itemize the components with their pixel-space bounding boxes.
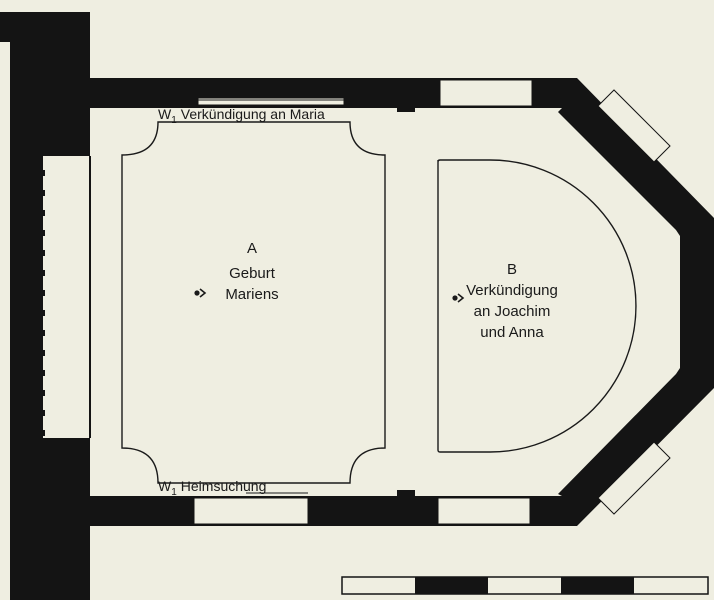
field-a-letter: A (247, 240, 257, 257)
field-b-line3: und Anna (480, 324, 544, 341)
field-b-letter: B (507, 261, 517, 278)
field-a-label: A Geburt Mariens (225, 240, 278, 303)
west-wall-inner (43, 156, 91, 438)
apse-wall (558, 78, 714, 526)
south-window-2 (437, 497, 531, 525)
center-point-icon (452, 293, 465, 303)
field-a-outline (121, 121, 386, 484)
field-b-line2: an Joachim (474, 303, 551, 320)
north-wall-pier (397, 104, 415, 112)
field-b-line1: Verkündigung (466, 282, 558, 299)
apse-window-north (597, 89, 671, 163)
windows (193, 79, 671, 525)
scale-bar-segment (561, 577, 634, 594)
north-window-2 (439, 79, 533, 107)
field-a-line2: Mariens (225, 286, 278, 303)
center-point-icon (194, 288, 207, 298)
scale-bar-frame (341, 576, 709, 595)
north-window-1 (197, 97, 345, 106)
south-window-1 (193, 497, 309, 525)
scale-bar (341, 576, 709, 595)
field-b-label: B Verkündigung an Joachim und Anna (466, 261, 558, 341)
west-outer-wall-lower (10, 30, 44, 600)
scale-bar-segment (415, 577, 488, 594)
field-a-line1: Geburt (229, 265, 276, 282)
south-wall-pier (397, 490, 415, 498)
field-b-outline (437, 159, 637, 453)
apse-window-south (597, 441, 671, 515)
